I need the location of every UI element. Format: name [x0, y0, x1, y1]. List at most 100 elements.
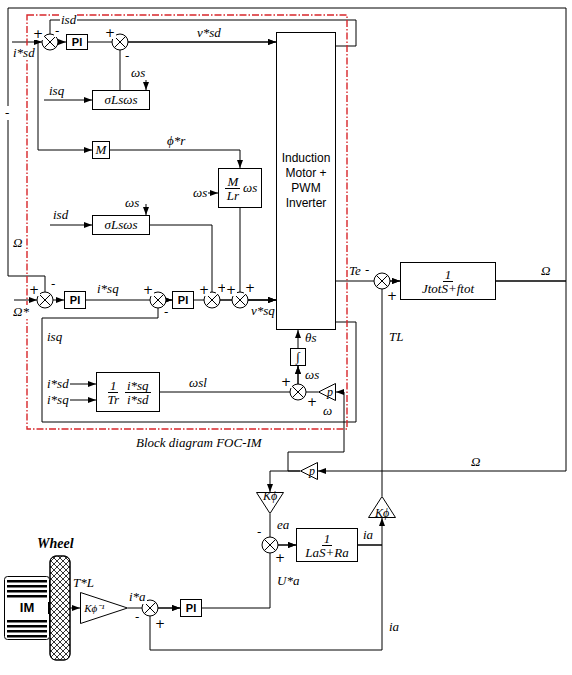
motor-fin	[7, 590, 47, 593]
signal-connector	[150, 225, 276, 300]
block-text: i*sq	[125, 379, 151, 393]
block-text: 1	[108, 379, 119, 393]
triangle-outline	[81, 593, 128, 624]
motor-fin	[7, 585, 47, 588]
wheel-illustration	[50, 556, 70, 660]
text-holder: σLsωs	[105, 93, 138, 107]
junction-cross	[264, 539, 275, 550]
motor-fin	[7, 625, 47, 628]
sign-label: +	[280, 376, 292, 388]
part-label: Wheel	[36, 536, 75, 552]
signal-label: Ω	[12, 236, 23, 250]
sign-label: -	[54, 25, 60, 37]
block-text: σLsωs	[105, 93, 138, 107]
junction-cross	[144, 602, 155, 613]
block-text: Lr	[225, 189, 241, 202]
block-text: i*sd	[125, 393, 151, 406]
sign-label: +	[244, 282, 256, 294]
motor-fin	[7, 620, 47, 623]
signal-label: ω	[322, 404, 333, 418]
signal-label: ia	[388, 620, 400, 634]
text-holder: p	[318, 383, 336, 401]
dashed-border	[27, 15, 347, 429]
sign-label: +	[104, 27, 116, 39]
sign-label: -	[124, 50, 130, 62]
signal-label: isq	[46, 330, 63, 344]
text-holder: ∫	[296, 350, 300, 364]
decoupling-block: σLsωs	[92, 90, 150, 110]
text-holder: 1Tri*sqi*sd	[103, 379, 152, 406]
sign-label: -	[134, 611, 140, 623]
text-holder: PI	[72, 36, 82, 48]
fraction: i*sqi*sd	[125, 379, 151, 406]
text-holder: PI	[186, 602, 196, 614]
junction-cross	[292, 386, 303, 397]
pi-controller: PI	[66, 34, 88, 50]
signal-label: θs	[304, 331, 317, 345]
signal-label: ωs	[192, 186, 208, 200]
emf-block: MLrωs	[218, 168, 262, 208]
block-text: p	[309, 465, 315, 478]
signal-label: isd	[52, 208, 69, 222]
signal-connector	[270, 471, 300, 492]
junction-cross	[39, 294, 50, 305]
mechanical-block: 1JtotS+ftot	[400, 262, 496, 300]
signal-label: isd	[60, 13, 77, 27]
signal-connector	[288, 392, 344, 471]
block-text: IM	[18, 601, 36, 615]
junction-cross	[206, 294, 217, 305]
signal-label: ϕ*r	[166, 134, 186, 148]
junction-cross	[44, 36, 55, 47]
motor-shaft	[48, 602, 50, 614]
motor-inverter-block: Induction Motor + PWM Inverter	[276, 32, 336, 330]
signal-label: ωs	[130, 66, 146, 80]
motor-fin	[7, 595, 47, 598]
sign-label: -	[163, 306, 169, 318]
sign-label: -	[364, 264, 370, 276]
sign-label: +	[198, 284, 210, 296]
motor-symbol: IM	[4, 576, 50, 640]
block-text: M	[225, 175, 240, 189]
text-holder: Kϕ	[256, 492, 284, 514]
signal-connector	[240, 208, 276, 300]
gain-triangle: p	[300, 462, 318, 480]
sign-label: +	[386, 290, 398, 302]
summing-junctions	[37, 34, 390, 616]
text-holder: Induction Motor + PWM Inverter	[277, 151, 335, 211]
text-holder: PI	[178, 294, 188, 306]
signal-connector	[298, 330, 299, 348]
block-text: JtotS+ftot	[420, 282, 476, 295]
signal-label: ωs	[304, 368, 320, 382]
sign-label: +	[225, 284, 237, 296]
text-holder: Kϕ⁻¹	[80, 592, 128, 624]
sign-label: +	[32, 28, 44, 40]
text-holder: 1LaS+Ra	[301, 532, 352, 559]
signal-label: i*sq	[46, 393, 70, 407]
summing-junction	[290, 384, 306, 400]
block-text: M	[96, 143, 107, 157]
sign-label: -	[256, 526, 262, 538]
signal-label: ia	[362, 528, 374, 542]
triangle-outline	[319, 384, 336, 401]
signal-label: i*a	[128, 590, 147, 604]
motor-fin	[7, 630, 47, 633]
signal-label: ωs	[124, 196, 140, 210]
fraction: MLr	[225, 175, 241, 202]
block-text: PI	[72, 36, 82, 48]
signal-connector	[160, 366, 298, 392]
signal-label: TL	[388, 330, 404, 344]
slip-block: 1Tri*sqi*sd	[96, 372, 160, 412]
signal-label: ea	[276, 518, 290, 532]
gain-triangle: Kϕ	[368, 496, 396, 518]
junction-cross	[152, 294, 163, 305]
signal-label: -	[4, 106, 10, 120]
block-text: Block diagram FOC-IM	[134, 436, 264, 450]
text-holder: p	[300, 462, 318, 480]
block-text: σLsωs	[105, 218, 138, 232]
signal-label: T*L	[72, 576, 95, 590]
motor-fin	[7, 635, 47, 638]
text-holder: PI	[70, 294, 80, 306]
gain-triangle: Kϕ⁻¹	[80, 592, 128, 624]
pi-controller: PI	[180, 599, 202, 617]
triangle-outline	[301, 463, 318, 480]
